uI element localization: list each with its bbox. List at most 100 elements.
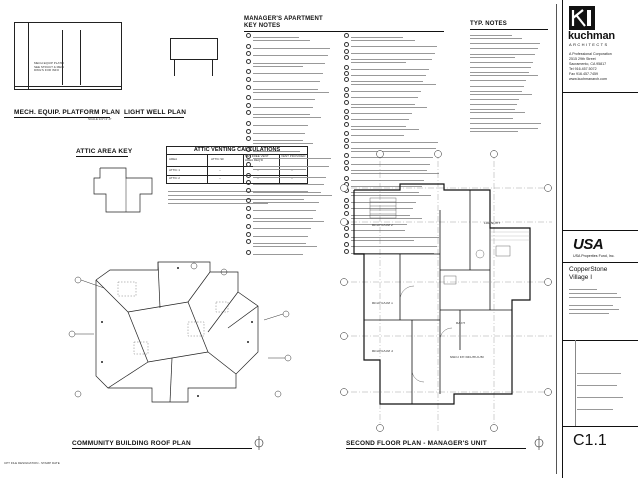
title-block-divider — [563, 426, 638, 427]
note-line — [470, 77, 527, 82]
revision-block — [563, 340, 638, 426]
note-line — [253, 34, 300, 38]
attic-cell: -- — [291, 177, 293, 180]
note-line — [253, 225, 311, 230]
footer-file-label: CPT FILE DESIGNATION - STAMP DATE — [4, 462, 60, 465]
note-line — [253, 63, 303, 67]
room-label-laundry: LAUNDRY — [484, 222, 501, 225]
note-bubble-icon — [344, 48, 349, 54]
note-line — [470, 115, 513, 119]
note-bubble-icon — [246, 121, 251, 126]
note-line — [470, 125, 539, 129]
note-line — [351, 132, 404, 137]
firm-address-line: Tel 916.457.5072 — [569, 67, 597, 71]
note-bubble-icon — [344, 226, 349, 232]
room-label-bath: BATH — [456, 322, 466, 325]
north-arrow-icon — [534, 436, 544, 450]
note-line — [351, 88, 421, 92]
note-line — [351, 243, 437, 248]
note-line — [351, 237, 414, 241]
note-bubble-icon — [246, 146, 251, 152]
note-line — [470, 91, 532, 95]
note-line — [470, 72, 539, 77]
key-notes-title-2: KEY NOTES — [244, 23, 281, 29]
note-bubble-icon — [344, 33, 349, 38]
note-line — [351, 167, 428, 172]
note-line — [351, 145, 436, 149]
mech-note: MECH EQUIP PLATFORMSEE STRUCT & MECHDWG'… — [34, 62, 64, 73]
note-line — [351, 154, 433, 159]
firm-address-line: Fax 916.457.7459 — [569, 72, 598, 76]
note-line — [351, 43, 438, 48]
room-label-bedroom2: BEDROOM 2 — [372, 224, 394, 227]
note-line — [351, 177, 425, 181]
note-line — [351, 66, 430, 70]
note-line — [253, 155, 332, 160]
roof-plan-callouts — [68, 262, 292, 398]
room-label-bedroom3: BEDROOM 3 — [372, 350, 394, 353]
note-bubble-icon — [344, 55, 349, 61]
title-underline — [76, 156, 128, 157]
firm-address-line: A Professional Corporation — [569, 52, 612, 56]
note-bubble-icon — [246, 69, 251, 75]
mech-wall — [14, 86, 122, 87]
note-bubble-icon — [246, 154, 251, 160]
note-line — [351, 50, 435, 54]
note-bubble-icon — [246, 250, 251, 255]
title-underline — [124, 117, 184, 118]
note-line — [470, 54, 515, 58]
note-line — [253, 122, 308, 126]
note-line — [253, 70, 323, 75]
mech-wall — [62, 30, 63, 85]
note-bubble-icon — [344, 197, 349, 203]
title-block: kuchman ARCHITECTS A Professional Corpor… — [562, 0, 638, 478]
second-floor-title: SECOND FLOOR PLAN - MANAGER'S UNIT — [346, 440, 487, 447]
note-bubble-icon — [246, 128, 251, 134]
note-bubble-icon — [246, 102, 251, 108]
note-bubble-icon — [246, 95, 251, 101]
room-label-master: MASTER BEDROOM — [450, 356, 484, 359]
title-underline — [72, 448, 252, 449]
firm-address-line: 2515 29th Street — [569, 57, 596, 61]
note-bubble-icon — [344, 93, 349, 99]
attic-header-cell: NET FREE VENT AREA REQ'D — [245, 155, 269, 162]
sheet-number: C1.1 — [573, 432, 607, 449]
note-line — [351, 59, 407, 64]
note-line — [253, 251, 304, 255]
note-line — [351, 139, 439, 143]
note-bubble-icon — [344, 115, 349, 121]
note-line — [351, 234, 440, 238]
note-line — [253, 114, 322, 119]
roof-plan-title: COMMUNITY BUILDING ROOF PLAN — [72, 440, 191, 447]
title-underline — [346, 448, 526, 449]
note-bubble-icon — [246, 213, 251, 219]
note-bubble-icon — [246, 33, 251, 38]
attic-header-cell: ATTIC SF — [211, 158, 225, 161]
note-line — [253, 148, 301, 152]
note-bubble-icon — [246, 77, 251, 82]
firm-subtitle: ARCHITECTS — [569, 42, 609, 47]
note-line — [253, 78, 321, 82]
note-line — [351, 250, 434, 254]
note-bubble-icon — [344, 42, 349, 48]
firm-address: A Professional Corporation 2515 29th Str… — [569, 52, 612, 82]
note-line — [253, 218, 325, 222]
attic-header-cell: AREA — [169, 158, 178, 161]
note-bubble-icon — [344, 64, 349, 70]
note-bubble-icon — [246, 84, 251, 90]
light-well-outline — [170, 38, 218, 60]
attic-key-diagram — [93, 167, 153, 213]
note-line — [470, 128, 518, 132]
note-bubble-icon — [344, 86, 349, 92]
note-line — [351, 205, 414, 210]
note-bubble-icon — [344, 166, 349, 172]
note-line — [253, 111, 311, 116]
note-line — [351, 212, 411, 216]
note-line — [253, 89, 329, 93]
note-bubble-icon — [344, 210, 349, 216]
note-bubble-icon — [246, 180, 251, 186]
note-line — [470, 35, 522, 39]
kuchman-logo-icon — [569, 6, 595, 30]
note-line — [470, 40, 540, 45]
note-bubble-icon — [246, 110, 251, 116]
